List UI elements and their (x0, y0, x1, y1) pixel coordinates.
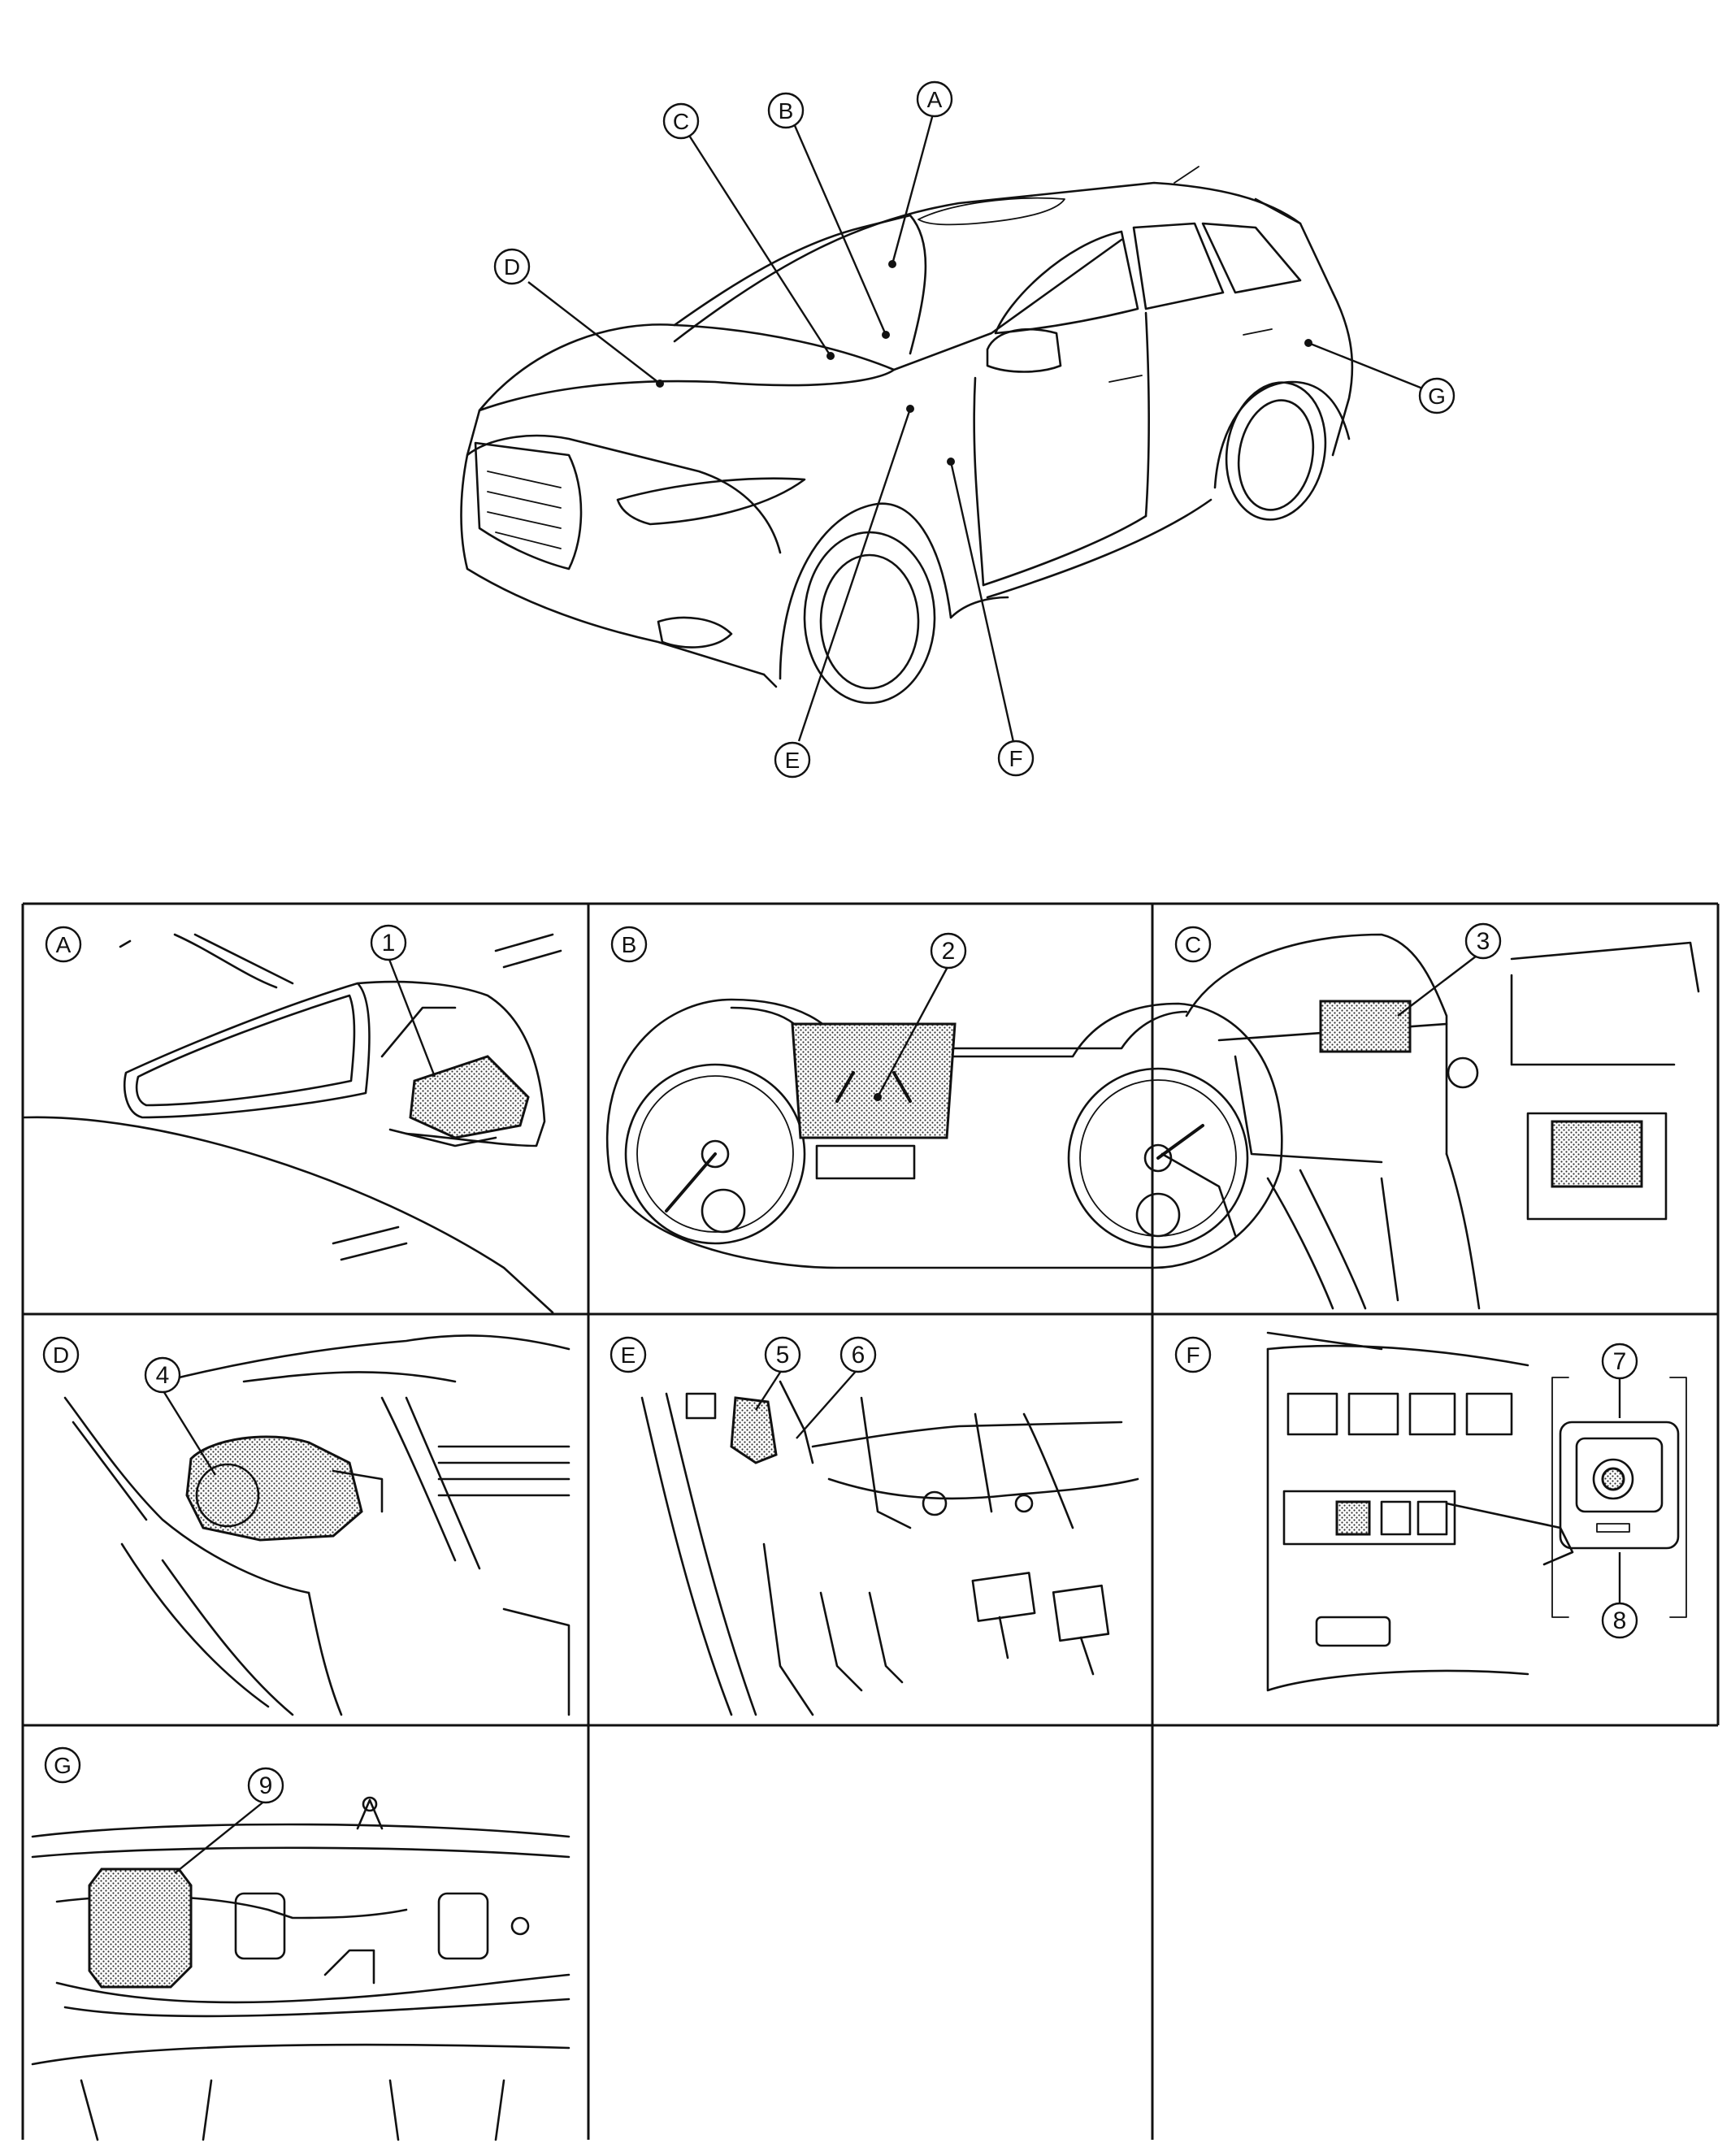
svg-text:C: C (673, 109, 689, 134)
overview-callout-f: F (997, 740, 1035, 777)
svg-text:A: A (56, 932, 72, 957)
svg-text:F: F (1186, 1343, 1200, 1368)
panel-g: G 9 (31, 1746, 570, 2141)
svg-text:D: D (504, 254, 520, 280)
overview-callout-d: D (493, 248, 531, 285)
panel-c: C 3 (1161, 922, 1700, 1310)
svg-text:6: 6 (852, 1342, 866, 1369)
svg-text:C: C (1185, 932, 1201, 957)
svg-text:G: G (1428, 384, 1446, 409)
vehicle-overview: A B C D E F G (460, 80, 1456, 779)
overview-leaders (527, 107, 1438, 743)
panel-b: B 2 (605, 926, 1283, 1269)
panel-f: F 7 8 (1174, 1331, 1687, 1692)
svg-text:A: A (927, 87, 943, 112)
svg-text:4: 4 (156, 1362, 170, 1389)
panel-a: A 1 (23, 924, 562, 1314)
svg-text:F: F (1009, 746, 1022, 771)
svg-text:D: D (53, 1343, 69, 1368)
overview-callout-a: A (916, 80, 953, 118)
vehicle-outline (460, 166, 1354, 705)
svg-text:G: G (54, 1753, 72, 1778)
svg-text:E: E (785, 748, 800, 773)
detail-grid (21, 902, 1720, 2140)
svg-text:3: 3 (1477, 928, 1490, 955)
svg-text:7: 7 (1613, 1348, 1627, 1375)
overview-callout-g: G (1418, 377, 1456, 414)
panel-e: E 5 6 (610, 1336, 1139, 1716)
svg-text:B: B (779, 98, 794, 124)
overview-callout-b: B (767, 92, 805, 129)
svg-text:E: E (621, 1343, 636, 1368)
svg-text:1: 1 (382, 930, 396, 957)
overview-callout-e: E (774, 741, 811, 779)
svg-text:B: B (622, 932, 637, 957)
panel-d: D 4 (42, 1334, 570, 1716)
svg-text:9: 9 (259, 1772, 273, 1799)
overview-callout-c: C (662, 102, 700, 140)
svg-text:8: 8 (1613, 1607, 1627, 1634)
svg-text:5: 5 (776, 1342, 790, 1369)
svg-text:2: 2 (942, 938, 956, 965)
